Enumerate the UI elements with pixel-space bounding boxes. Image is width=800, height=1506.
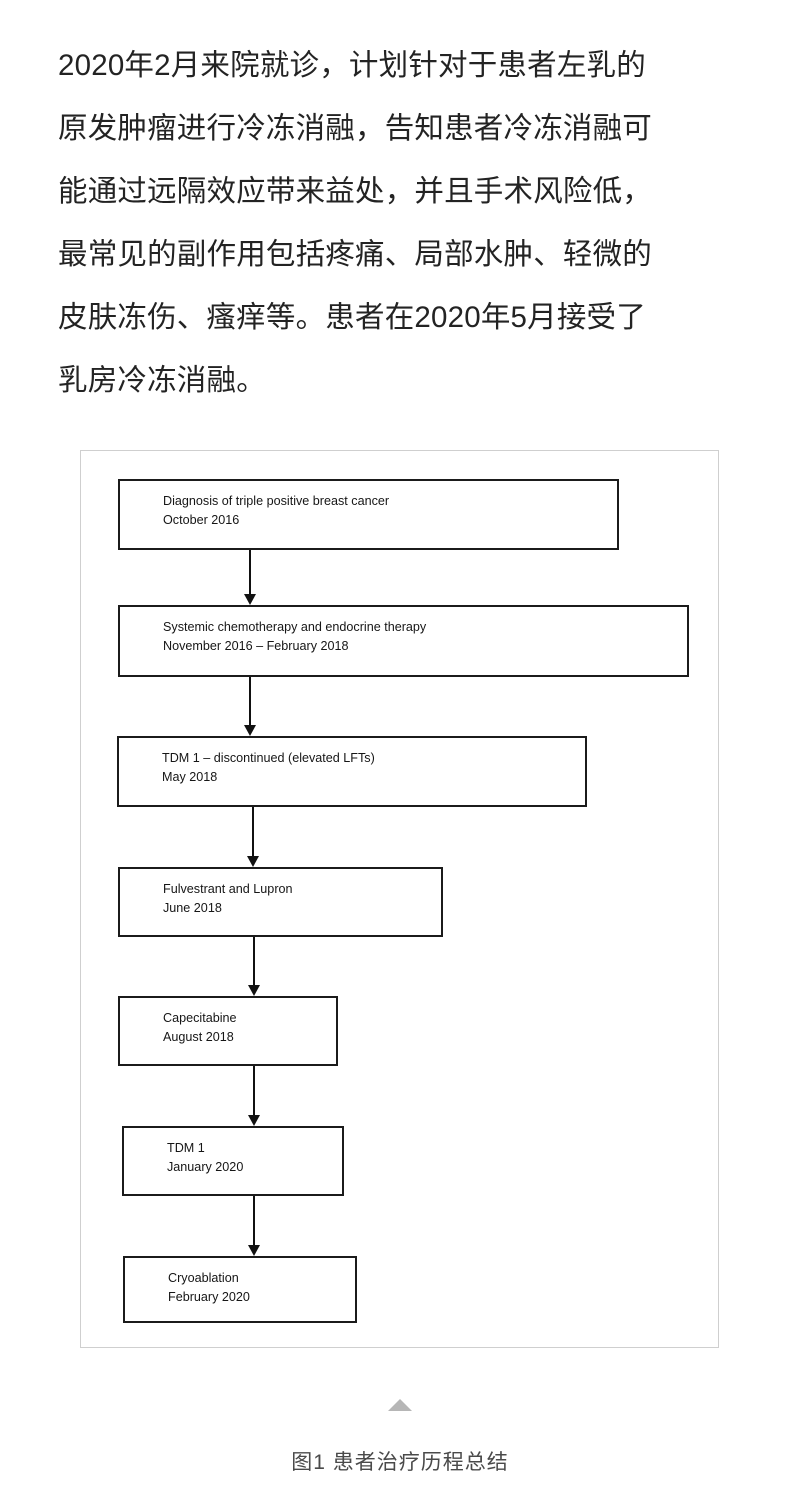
flow-node-title: Capecitabine (163, 1011, 237, 1025)
flow-node-capecitabine[interactable]: Capecitabine August 2018 (118, 996, 338, 1066)
flow-node-fulvestrant-lupron[interactable]: Fulvestrant and Lupron June 2018 (118, 867, 443, 937)
collapse-indicator[interactable] (0, 1399, 800, 1411)
flow-arrow-5 (247, 1066, 261, 1126)
flow-node-systemic-therapy[interactable]: Systemic chemotherapy and endocrine ther… (118, 605, 689, 677)
flow-node-title: TDM 1 (167, 1141, 205, 1155)
flow-arrow-1 (243, 550, 257, 605)
flow-arrow-2 (243, 677, 257, 736)
flow-arrow-3 (246, 807, 260, 867)
flow-node-date: August 2018 (163, 1029, 234, 1044)
flow-arrow-6 (247, 1196, 261, 1256)
flow-node-title: Fulvestrant and Lupron (163, 882, 293, 896)
flow-node-date: October 2016 (163, 512, 240, 527)
article-paragraph: 2020年2月来院就诊，计划针对于患者左乳的 原发肿瘤进行冷冻消融，告知患者冷冻… (58, 49, 653, 397)
flow-node-date: February 2020 (168, 1289, 250, 1304)
flow-node-date: January 2020 (167, 1159, 244, 1174)
flow-node-diagnosis[interactable]: Diagnosis of triple positive breast canc… (118, 479, 619, 550)
flow-node-date: November 2016 – February 2018 (163, 638, 349, 653)
article-body: 2020年2月来院就诊，计划针对于患者左乳的 原发肿瘤进行冷冻消融，告知患者冷冻… (58, 34, 744, 412)
flow-arrow-4 (247, 937, 261, 996)
flow-node-tdm1[interactable]: TDM 1 January 2020 (122, 1126, 344, 1196)
flow-node-cryoablation[interactable]: Cryoablation February 2020 (123, 1256, 357, 1323)
flow-node-tdm1-discontinued[interactable]: TDM 1 – discontinued (elevated LFTs) May… (117, 736, 587, 807)
triangle-up-icon[interactable] (388, 1399, 412, 1411)
figure-container: Diagnosis of triple positive breast canc… (80, 450, 719, 1348)
figure-caption: 图1 患者治疗历程总结 (291, 1451, 509, 1474)
flow-node-title: TDM 1 – discontinued (elevated LFTs) (162, 751, 375, 765)
flow-node-title: Cryoablation (168, 1271, 239, 1285)
treatment-timeline-flowchart: Diagnosis of triple positive breast canc… (81, 451, 718, 1347)
flow-node-title: Diagnosis of triple positive breast canc… (163, 494, 390, 508)
flow-node-title: Systemic chemotherapy and endocrine ther… (163, 620, 427, 634)
flow-node-date: June 2018 (163, 900, 222, 915)
flow-node-date: May 2018 (162, 769, 218, 784)
